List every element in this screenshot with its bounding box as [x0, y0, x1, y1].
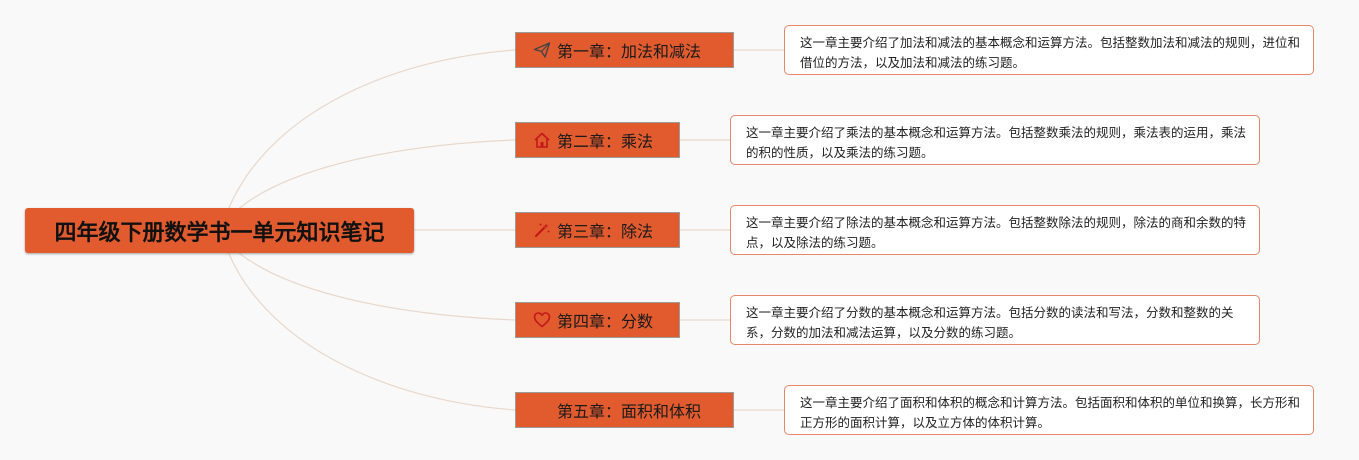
- chapter-note-4: 这一章主要介绍了分数的基本概念和运算方法。包括分数的读法和写法，分数和整数的关系…: [730, 295, 1260, 345]
- chapter-node-2[interactable]: 第二章：乘法: [515, 122, 680, 158]
- root-title: 四年级下册数学书一单元知识笔记: [54, 220, 385, 246]
- branch-line-1: [224, 49, 516, 219]
- chapter-title-1: 第一章：加法和减法: [557, 42, 702, 61]
- chapter-node-3[interactable]: 第三章：除法: [515, 212, 680, 248]
- branch-line-4: [224, 239, 516, 321]
- chapter-note-3: 这一章主要介绍了除法的基本概念和运算方法。包括整数除法的规则，除法的商和余数的特…: [730, 205, 1260, 255]
- chapter-icon-placeholder: [533, 401, 551, 419]
- branch-line-2: [224, 139, 516, 223]
- chapter-note-2: 这一章主要介绍了乘法的基本概念和运算方法。包括整数乘法的规则，乘法表的运用，乘法…: [730, 115, 1260, 165]
- chapter-note-1: 这一章主要介绍了加法和减法的基本概念和运算方法。包括整数加法和减法的规则，进位和…: [784, 25, 1314, 75]
- root-topic[interactable]: 四年级下册数学书一单元知识笔记: [25, 208, 414, 253]
- chapter-title-2: 第二章：乘法: [557, 132, 654, 151]
- house-icon: [533, 131, 551, 149]
- branch-line-5: [224, 243, 516, 411]
- heart-icon: [533, 311, 551, 329]
- chapter-title-3: 第三章：除法: [557, 222, 654, 241]
- chapter-node-4[interactable]: 第四章：分数: [515, 302, 680, 338]
- chapter-title-4: 第四章：分数: [557, 312, 654, 331]
- paper-plane-icon: [533, 41, 551, 59]
- chapter-node-5[interactable]: 第五章：面积和体积: [515, 392, 734, 428]
- chapter-note-5: 这一章主要介绍了面积和体积的概念和计算方法。包括面积和体积的单位和换算，长方形和…: [784, 385, 1314, 435]
- chapter-node-1[interactable]: 第一章：加法和减法: [515, 32, 734, 68]
- chapter-title-5: 第五章：面积和体积: [557, 402, 702, 421]
- magic-wand-icon: [533, 221, 551, 239]
